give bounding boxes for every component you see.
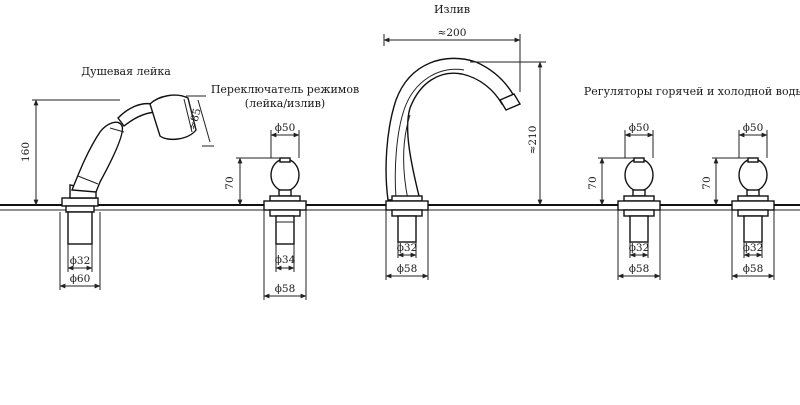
- regulator-hot-dimensions: ϕ50 70 ϕ32 ϕ58: [587, 122, 661, 280]
- regulator-cold-top-label: ϕ50: [743, 122, 764, 134]
- shower-outer-diameter-label: ϕ60: [70, 273, 91, 285]
- shower-height-label: 160: [20, 142, 32, 162]
- spout-dimensions: ≈200 ≈210 ϕ32 ϕ58: [383, 27, 546, 280]
- spout-width-label: ≈200: [438, 27, 467, 39]
- regulator-hot: [617, 157, 661, 243]
- regulator-hot-inner-label: ϕ32: [629, 242, 650, 254]
- regulator-cold-dimensions: ϕ50 70 ϕ32 ϕ58: [701, 122, 775, 280]
- shower-diameter-dimensions: ϕ32 ϕ60: [59, 212, 101, 290]
- switch-dimensions: ϕ50 70 ϕ34 ϕ58: [224, 122, 307, 300]
- switch-height-label: 70: [224, 176, 236, 189]
- regulator-hot-top-label: ϕ50: [629, 122, 650, 134]
- switch-caption-line1: Переключатель режимов: [211, 83, 359, 96]
- switch-top-diameter-label: ϕ50: [275, 122, 296, 134]
- spout-outer-diameter-label: ϕ58: [397, 263, 418, 275]
- spout: [385, 57, 522, 243]
- shower-caption: Душевая лейка: [81, 65, 171, 78]
- switch-caption-line2: (лейка/излив): [245, 97, 325, 110]
- regulator-cold-inner-label: ϕ32: [743, 242, 764, 254]
- shower-head-dimension: ≈85: [186, 95, 214, 147]
- regulator-hot-outer-label: ϕ58: [629, 263, 650, 275]
- shower-inner-diameter-label: ϕ32: [70, 255, 91, 267]
- shower-height-dimension: 160: [20, 99, 120, 206]
- regulator-hot-height-label: 70: [587, 176, 599, 189]
- mode-switch: [263, 157, 307, 245]
- spout-inner-diameter-label: ϕ32: [397, 242, 418, 254]
- switch-inner-diameter-label: ϕ34: [275, 254, 296, 266]
- spout-caption: Излив: [434, 3, 470, 16]
- spout-height-label: ≈210: [527, 126, 539, 155]
- regulator-cold-height-label: 70: [701, 176, 713, 189]
- regulator-cold-outer-label: ϕ58: [743, 263, 764, 275]
- regulators-caption: Регуляторы горячей и холодной воды: [584, 85, 800, 98]
- shower-head: [61, 94, 197, 245]
- switch-outer-diameter-label: ϕ58: [275, 283, 296, 295]
- regulator-cold: [731, 157, 775, 243]
- shower-head-label: ≈85: [186, 107, 203, 132]
